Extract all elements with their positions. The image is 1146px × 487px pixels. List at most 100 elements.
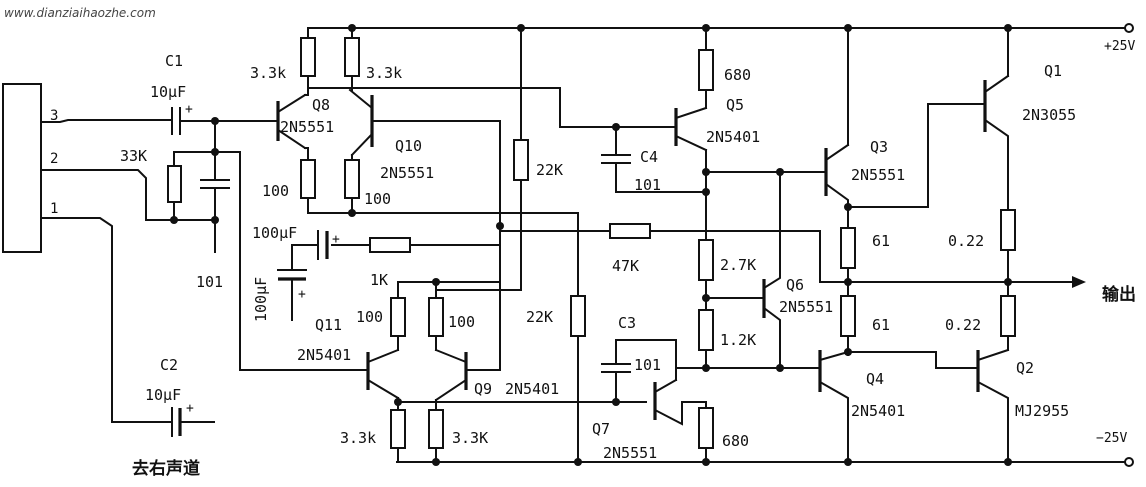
r-61-lower-value: 61 <box>872 316 890 334</box>
q9-leads <box>434 348 468 402</box>
node-emitter <box>348 209 356 217</box>
r22a-bottom <box>435 179 522 291</box>
r-q7-value: 680 <box>722 432 749 450</box>
c-fb2-plus: + <box>298 287 306 302</box>
fb-left <box>409 225 501 246</box>
q11-leads <box>366 348 400 400</box>
positive-terminal <box>1124 23 1134 33</box>
r-feedback-47k-value: 47K <box>612 257 639 275</box>
power-rails: +25V −25V <box>307 23 1135 467</box>
node-rail-22k-b <box>574 458 582 466</box>
r-bottom-2-value: 3.3K <box>452 429 488 447</box>
r-q7 <box>698 407 714 449</box>
r-input <box>167 165 182 203</box>
q8-collector-wire <box>307 87 617 128</box>
r-0-22-upper <box>1000 209 1016 251</box>
r-2-7k-value: 2.7K <box>720 256 756 274</box>
watermark: www.dianziaihaozhe.com <box>4 6 156 20</box>
q8e-lead <box>304 147 309 161</box>
q8-name: Q8 <box>312 96 330 114</box>
c-in-plates <box>200 179 230 189</box>
q10-name: Q10 <box>395 137 422 155</box>
bias-stage: 2.7K 1.2K Q6 2N5551 <box>675 171 833 372</box>
r-1-2k-value: 1.2K <box>720 331 756 349</box>
q4-name: Q4 <box>866 370 884 388</box>
r-q8-collector-value: 3.3k <box>250 64 286 82</box>
c-fb1-value: 100μF <box>252 224 297 242</box>
q3-part: 2N5551 <box>851 166 905 184</box>
c1-plus: + <box>185 102 193 117</box>
pin-1-label: 1 <box>50 201 58 217</box>
q5-name: Q5 <box>726 96 744 114</box>
node-c4 <box>702 188 710 196</box>
output-stage: Q1 2N3055 0.22 0.22 Q2 MJ2955 输出 <box>819 24 1136 466</box>
r-22k-lower <box>570 295 586 337</box>
q3-to-q1 <box>847 103 986 208</box>
feedback-network: + 100μF + 100μF 47K <box>252 222 821 322</box>
q1-leads <box>983 74 1010 211</box>
pin-3-label: 3 <box>50 108 58 124</box>
q10-leads <box>348 88 374 157</box>
q8-leads <box>276 93 307 150</box>
pin-2-label: 2 <box>50 151 58 167</box>
c3-name: C3 <box>618 314 636 332</box>
r-feedback-small <box>369 237 411 253</box>
r-0-22-upper-value: 0.22 <box>948 232 984 250</box>
r-bottom-1 <box>390 409 406 449</box>
q7-name: Q7 <box>592 420 610 438</box>
r-22k-upper-value: 22K <box>536 161 563 179</box>
q8-part: 2N5551 <box>280 118 334 136</box>
q3-name: Q3 <box>870 138 888 156</box>
c3-value: 101 <box>634 356 661 374</box>
c1-value: 10μF <box>150 83 186 101</box>
r-q5 <box>698 49 714 91</box>
q2-leads <box>976 348 1010 463</box>
c4-plates <box>601 154 631 164</box>
r-q8-emitter-value: 100 <box>262 182 289 200</box>
q7-leads <box>653 378 707 426</box>
q6-part: 2N5551 <box>779 298 833 316</box>
q4-to-q2 <box>847 351 979 369</box>
q2-part: MJ2955 <box>1015 402 1069 420</box>
r-bottom-1-value: 3.3k <box>340 429 376 447</box>
c4-bottom <box>615 162 707 193</box>
r-q9-emitter <box>428 297 444 337</box>
q5-part: 2N5401 <box>706 128 760 146</box>
current-mirror-stage: 1K 100 100 Q11 2N5401 Q9 2N5401 3.3k 3.3… <box>297 244 647 466</box>
q9-part: 2N5401 <box>505 380 559 398</box>
input-network: + C1 10μF 33K 101 + C2 10μF 去右声道 <box>40 52 369 479</box>
c4-value: 101 <box>634 176 661 194</box>
output-label: 输出 <box>1102 284 1136 305</box>
q9-name: Q9 <box>474 380 492 398</box>
q1-part: 2N3055 <box>1022 106 1076 124</box>
pin2-wire <box>40 169 216 221</box>
r-0-22-lower-value: 0.22 <box>945 316 981 334</box>
r-61-upper <box>840 227 856 269</box>
c3-top-wire <box>615 339 677 381</box>
driver-stage: Q3 2N5551 61 61 Q4 2N5401 <box>818 24 986 466</box>
r-q8-collector <box>300 37 316 77</box>
r-q11-emitter-value: 100 <box>356 308 383 326</box>
q4-part: 2N5401 <box>851 402 905 420</box>
r-22k-lower-value: 22K <box>526 308 553 326</box>
pin1-wire <box>40 217 171 423</box>
q11-q9-tie <box>397 244 501 283</box>
q7-part: 2N5551 <box>603 444 657 462</box>
r-q10-emitter <box>344 159 360 199</box>
node-c3 <box>612 398 620 406</box>
node-cin <box>211 216 219 224</box>
r-61-upper-value: 61 <box>872 232 890 250</box>
c2-value: 10μF <box>145 386 181 404</box>
node-rail-q4 <box>844 458 852 466</box>
positive-supply-label: +25V <box>1104 39 1135 54</box>
node-rail-q2 <box>1004 458 1012 466</box>
c4-name: C4 <box>640 148 658 166</box>
q11-name: Q11 <box>315 316 342 334</box>
r-1-2k <box>698 309 714 351</box>
r-61-lower <box>840 295 856 337</box>
pin3-wire <box>40 119 173 123</box>
r-q9-emitter-value: 100 <box>448 313 475 331</box>
r-feedback-47k <box>609 223 651 239</box>
q10-part: 2N5551 <box>380 164 434 182</box>
